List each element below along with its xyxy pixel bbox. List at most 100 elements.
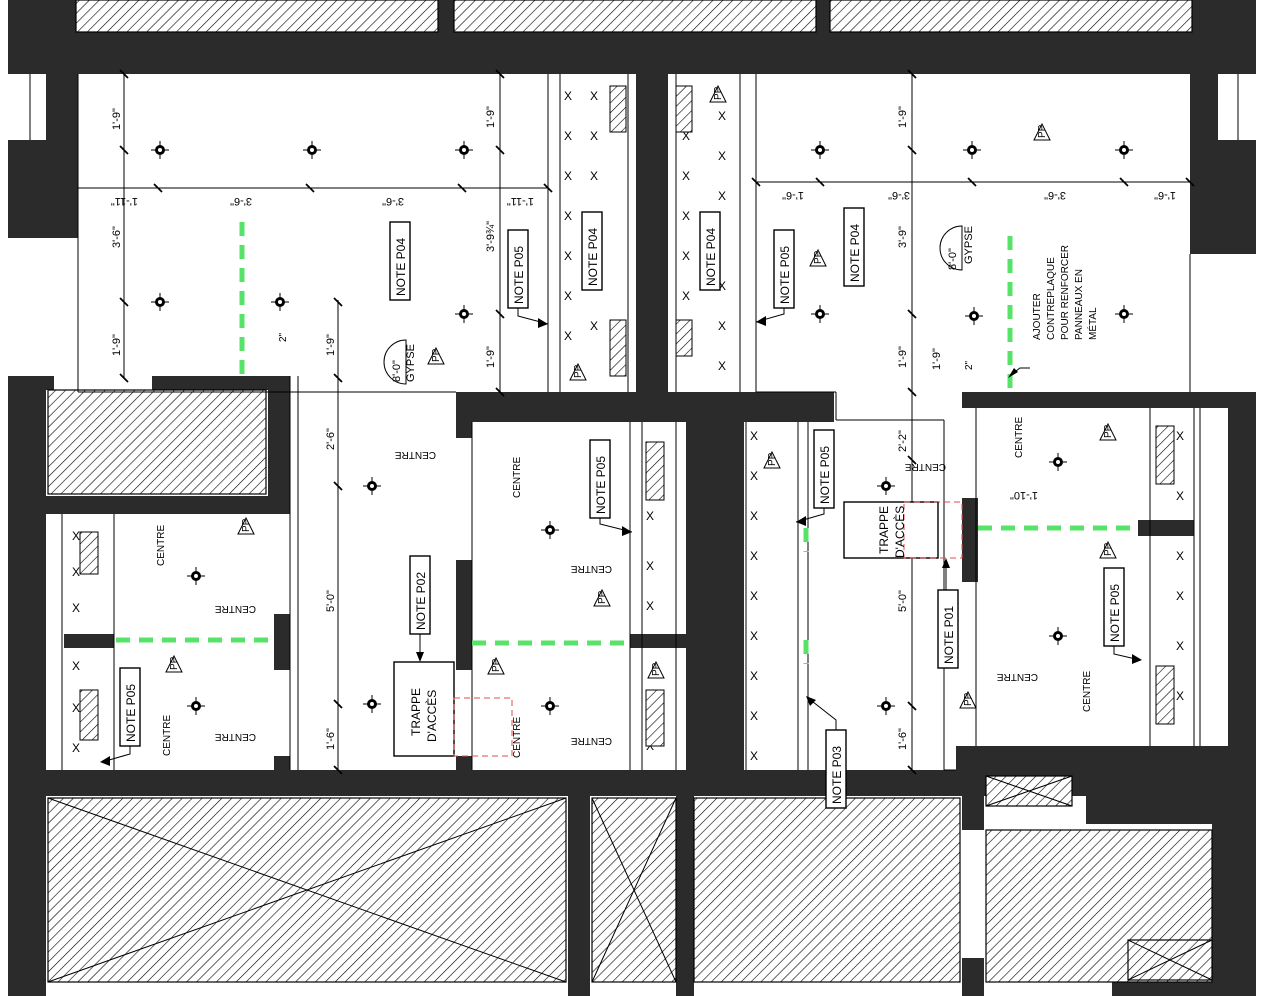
svg-text:X: X	[750, 429, 758, 443]
note-p05-label: NOTE P05	[594, 456, 608, 514]
dimension-lines	[78, 69, 1195, 775]
dim-center-5-0: 5'-0"	[325, 590, 337, 612]
light-fixture-icon	[963, 141, 981, 159]
svg-text:PP: PP	[597, 590, 608, 604]
trappe-access-right: TRAPPE D'ACCÈS	[843, 501, 963, 559]
svg-text:X: X	[72, 529, 80, 543]
note-p05-label: NOTE P05	[778, 246, 792, 304]
centre-label: CENTRE	[997, 671, 1038, 682]
light-fixture-icon	[363, 695, 381, 713]
dim-left-top: 1'-9"	[111, 108, 123, 130]
svg-text:X: X	[1176, 589, 1184, 603]
centre-label: CENTRE	[905, 461, 946, 472]
ajouter-line-4: PANNEAUX EN	[1074, 269, 1085, 340]
svg-text:PP: PP	[1103, 424, 1114, 438]
light-fixture-icon	[877, 477, 895, 495]
note-p01-label: NOTE P01	[942, 606, 956, 664]
light-fixture-icon	[541, 697, 559, 715]
light-fixture-icon	[811, 305, 829, 323]
centre-label: CENTRE	[512, 717, 523, 758]
dim-left-low: 1'-9"	[111, 334, 123, 356]
pp-marker: PP	[593, 588, 611, 607]
svg-text:X: X	[1176, 489, 1184, 503]
light-fixture-icon	[541, 521, 559, 539]
svg-text:X: X	[750, 629, 758, 643]
svg-text:PP: PP	[573, 364, 584, 378]
svg-text:X: X	[718, 319, 726, 333]
light-fixture-icon	[877, 697, 895, 715]
svg-text:X: X	[590, 319, 598, 333]
svg-text:X: X	[72, 565, 80, 579]
dim-horiz-8: 1'-6"	[1154, 189, 1176, 201]
svg-text:X: X	[590, 169, 598, 183]
note-p04-label: NOTE P04	[394, 238, 408, 296]
pp-markers: PP PP PP PP PP PP PP PP	[165, 84, 1117, 709]
note-p05-label: NOTE P05	[124, 684, 138, 742]
svg-text:X: X	[590, 89, 598, 103]
svg-text:X: X	[750, 589, 758, 603]
pp-marker: PP	[959, 690, 977, 709]
svg-text:X: X	[1176, 639, 1184, 653]
light-fixture-icon	[1049, 453, 1067, 471]
note-p05-label: NOTE P05	[512, 246, 526, 304]
ajouter-note: AJOUTER CONTREPLAQUE POUR RENFORCER PANN…	[1032, 245, 1099, 340]
ajouter-line-5: MÉTAL	[1086, 307, 1099, 340]
dim-horiz-2: 3'-6"	[230, 195, 252, 207]
dim-horiz-7: 3'-6"	[1044, 189, 1066, 201]
dim-right-2-2: 2'-2"	[897, 430, 909, 452]
dim-center-1-9: 1'-9"	[325, 334, 337, 356]
acces-label: D'ACCÈS	[424, 690, 439, 742]
note-boxes: NOTE P04 NOTE P05 NOTE P04 NOTE P04 NOTE…	[119, 207, 1125, 809]
pp-marker: PP	[427, 346, 445, 365]
svg-text:X: X	[590, 129, 598, 143]
gypse-label: GYPSE	[405, 344, 417, 382]
svg-text:X: X	[718, 149, 726, 163]
dim-horiz-3: 3'-6"	[382, 195, 404, 207]
svg-text:X: X	[1176, 689, 1184, 703]
ajouter-line-2: CONTREPLAQUE	[1046, 257, 1057, 340]
pp-marker: PP	[237, 516, 255, 535]
pp-marker: PP	[709, 84, 727, 103]
svg-text:X: X	[1176, 549, 1184, 563]
light-fixture-icon	[363, 477, 381, 495]
pp-marker: PP	[1099, 422, 1117, 441]
svg-text:X: X	[646, 559, 654, 573]
svg-text:PP: PP	[1037, 124, 1048, 138]
svg-text:X: X	[564, 249, 572, 263]
centre-label: CENTRE	[162, 715, 173, 756]
trappe-access-left: TRAPPE D'ACCÈS	[393, 661, 513, 757]
svg-text:PP: PP	[491, 658, 502, 672]
centre-label: CENTRE	[571, 563, 612, 574]
pp-marker: PP	[1099, 540, 1117, 559]
svg-text:X: X	[564, 329, 572, 343]
svg-text:X: X	[682, 169, 690, 183]
dim-horiz-6: 3'-6"	[888, 189, 910, 201]
dim-horiz-1: 1'-11"	[111, 195, 138, 207]
centre-label: CENTRE	[395, 449, 436, 460]
pp-marker: PP	[1033, 122, 1051, 141]
svg-text:X: X	[72, 659, 80, 673]
ajouter-line-3: POUR RENFORCER	[1060, 245, 1071, 340]
pp-marker: PP	[763, 450, 781, 469]
svg-text:X: X	[718, 359, 726, 373]
dim-right-mid: 3'-9"	[897, 226, 909, 248]
note-p02-label: NOTE P02	[414, 572, 428, 630]
svg-text:X: X	[750, 509, 758, 523]
svg-text:X: X	[564, 209, 572, 223]
light-fixture-icon	[151, 141, 169, 159]
note-p04-label: NOTE P04	[704, 228, 718, 286]
dim-2in-left: 2"	[278, 332, 289, 342]
dimension-texts: 1'-9" 3'-6" 1'-9" 1'-9" 3'-9¾" 1'-9" 1'-…	[111, 106, 1176, 750]
svg-text:PP: PP	[651, 662, 662, 676]
light-fixture-icon	[455, 305, 473, 323]
svg-text:X: X	[646, 599, 654, 613]
svg-text:X: X	[564, 169, 572, 183]
svg-text:PP: PP	[813, 250, 824, 264]
ceiling-height-left: 8'-0" GYPSE	[383, 339, 417, 385]
pp-marker: PP	[647, 660, 665, 679]
svg-text:X: X	[750, 669, 758, 683]
ajouter-line-1: AJOUTER	[1032, 293, 1043, 340]
dim-right-top: 1'-9"	[897, 106, 909, 128]
svg-text:X: X	[682, 209, 690, 223]
